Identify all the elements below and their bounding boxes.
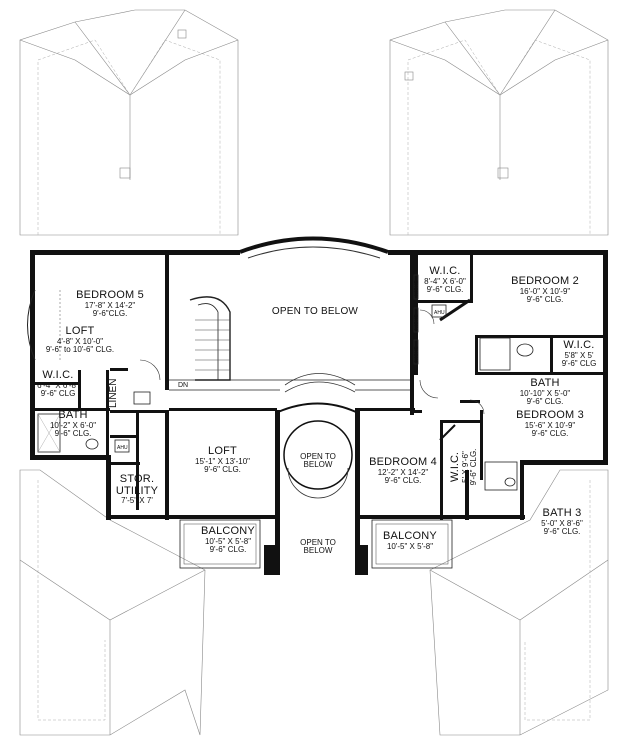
wic-left-label: W.I.C. 6'-4" X 6'-8" 9'-6" CLG — [34, 369, 82, 398]
loft-main-label: LOFT 15'-1" X 13'-10" 9'-6" CLG. — [170, 445, 275, 474]
bath-mid-dim: 10'-10" X 5'-0" — [519, 388, 571, 398]
wic-vert-clg: 9'-6" CLG. — [468, 448, 478, 486]
bedroom4-label: BEDROOM 4 12'-2" X 14'-2" 9'-6" CLG. — [358, 456, 448, 485]
roof-lines-bottom — [19, 469, 609, 736]
wic-left-dim: 6'-4" X 6'-8" — [37, 380, 79, 390]
wic-right-label: W.I.C. 5'8" X 5' 9'-6" CLG — [556, 339, 602, 368]
open-top-label: OPEN TO BELOW — [240, 306, 390, 318]
bedroom3-clg: 9'-6" CLG. — [531, 428, 569, 438]
wic-right-clg: 9'-6" CLG — [561, 358, 597, 368]
wic-mid-label: W.I.C. 8'-4" X 6'-0" 9'-6" CLG. — [420, 265, 470, 294]
bath-mid-clg: 9'-6" CLG. — [526, 396, 564, 406]
bedroom2-name: BEDROOM 2 — [511, 275, 579, 287]
open-circle-label: OPEN TO BELOW — [286, 436, 350, 486]
wic-right-dim: 5'8" X 5' — [564, 350, 594, 360]
fixtures: AHU AHU NICHE NICHE NICHE — [27, 274, 534, 575]
linen-label: LINEN — [108, 379, 119, 408]
balcony-left-label: BALCONY 10'-5" X 5'-8" 9'-6" CLG. — [178, 525, 278, 554]
bedroom4-dim: 12'-2" X 14'-2" — [377, 467, 429, 477]
bath3-dim: 5'-0" X 8'-6" — [541, 518, 583, 528]
open-bottom-name: OPEN TO BELOW — [300, 537, 336, 556]
niche-text-1: NICHE — [414, 280, 420, 296]
bath3-label: BATH 3 5'-0" X 8'-6" 9'-6" CLG. — [522, 507, 602, 536]
bedroom2-clg: 9'-6" CLG. — [526, 294, 564, 304]
bedroom5-label: BEDROOM 5 17'-8" X 14'-2" 9'-6"CLG. — [60, 289, 160, 318]
ahu-text-left: AHU — [117, 445, 128, 451]
linen-name: LINEN — [108, 378, 119, 408]
bath-left-label: BATH 10'-2" X 6'-0" 9'-6" CLG. — [38, 409, 108, 438]
exterior-walls — [30, 236, 608, 575]
niche-text-2: NICHE — [414, 314, 420, 330]
bedroom2-dim: 16'-0" X 10'-9" — [519, 286, 571, 296]
balcony-right-name: BALCONY — [383, 530, 437, 542]
bath-mid-label: BATH 10'-10" X 5'-0" 9'-6" CLG. — [500, 377, 590, 406]
stair-dn-text: DN — [178, 382, 188, 389]
bath-left-name: BATH — [58, 409, 88, 421]
balcony-left-dim: 10'-5" X 5'-8" — [204, 536, 252, 546]
wic-mid-name: W.I.C. — [429, 265, 461, 277]
bedroom2-label: BEDROOM 2 16'-0" X 10'-9" 9'-6" CLG. — [495, 275, 595, 304]
open-circle-name: OPEN TO BELOW — [300, 451, 336, 470]
open-bottom-label: OPEN TO BELOW — [282, 522, 354, 572]
stor-name: STOR. — [119, 473, 155, 485]
utility-label: STOR. UTILITY 7'-5" X 7' — [108, 473, 166, 506]
bedroom3-dim: 15'-6" X 10'-9" — [524, 420, 576, 430]
loft-small-dim: 4'-8" X 10'-0" — [56, 336, 104, 346]
bath-mid-name: BATH — [530, 377, 560, 389]
balcony-left-clg: 9'-6" CLG. — [209, 544, 247, 554]
bath-left-clg: 9'-6" CLG. — [54, 428, 92, 438]
bedroom5-name: BEDROOM 5 — [76, 289, 144, 301]
loft-small-label: LOFT 4'-8" X 10'-0" 9'-6" to 10'-6" CLG. — [30, 325, 130, 354]
open-top-name: OPEN TO BELOW — [271, 306, 359, 317]
utility-dim: 7'-5" X 7' — [121, 496, 153, 506]
bedroom5-clg: 9'-6"CLG. — [92, 308, 128, 318]
loft-main-dim: 15'-1" X 13'-10" — [195, 456, 250, 466]
wic-left-clg: 9'-6" CLG — [40, 388, 76, 398]
bedroom4-name: BEDROOM 4 — [369, 456, 437, 468]
bedroom3-label: BEDROOM 3 15'-6" X 10'-9" 9'-6" CLG. — [500, 409, 600, 438]
bath3-name: BATH 3 — [542, 507, 582, 519]
ahu-text-right: AHU — [434, 310, 445, 316]
loft-small-name: LOFT — [65, 325, 95, 337]
bath-left-dim: 10'-2" X 6'-0" — [49, 420, 97, 430]
bath3-clg: 9'-6" CLG. — [543, 526, 581, 536]
wic-left-name: W.I.C. — [42, 369, 74, 381]
wic-mid-clg: 9'-6" CLG. — [426, 284, 464, 294]
roof-lines-top — [19, 9, 609, 236]
balcony-right-dim: 10'-5" X 5'-8" — [386, 541, 434, 551]
interior-walls — [35, 255, 603, 520]
bedroom3-name: BEDROOM 3 — [516, 409, 584, 421]
niche-text-3: NICHE — [414, 346, 420, 362]
loft-small-clg: 9'-6" to 10'-6" CLG. — [45, 344, 115, 354]
loft-main-clg: 9'-6" CLG. — [204, 464, 241, 474]
wic-vert-label: W.I.C. 5' X 9'-6" 9'-6" CLG. — [449, 432, 478, 502]
bedroom4-clg: 9'-6" CLG. — [384, 475, 422, 485]
balcony-right-label: BALCONY 10'-5" X 5'-8" — [360, 530, 460, 551]
wic-mid-dim: 8'-4" X 6'-0" — [424, 276, 466, 286]
bedroom5-dim: 17'-8" X 14'-2" — [84, 300, 136, 310]
loft-main-name: LOFT — [208, 445, 237, 457]
balcony-left-name: BALCONY — [201, 525, 255, 537]
wic-right-name: W.I.C. — [563, 339, 595, 351]
stair-and-openings: DN — [169, 296, 410, 499]
wic-vert-name: W.I.C. — [449, 452, 461, 482]
utility-name: UTILITY — [115, 484, 159, 497]
